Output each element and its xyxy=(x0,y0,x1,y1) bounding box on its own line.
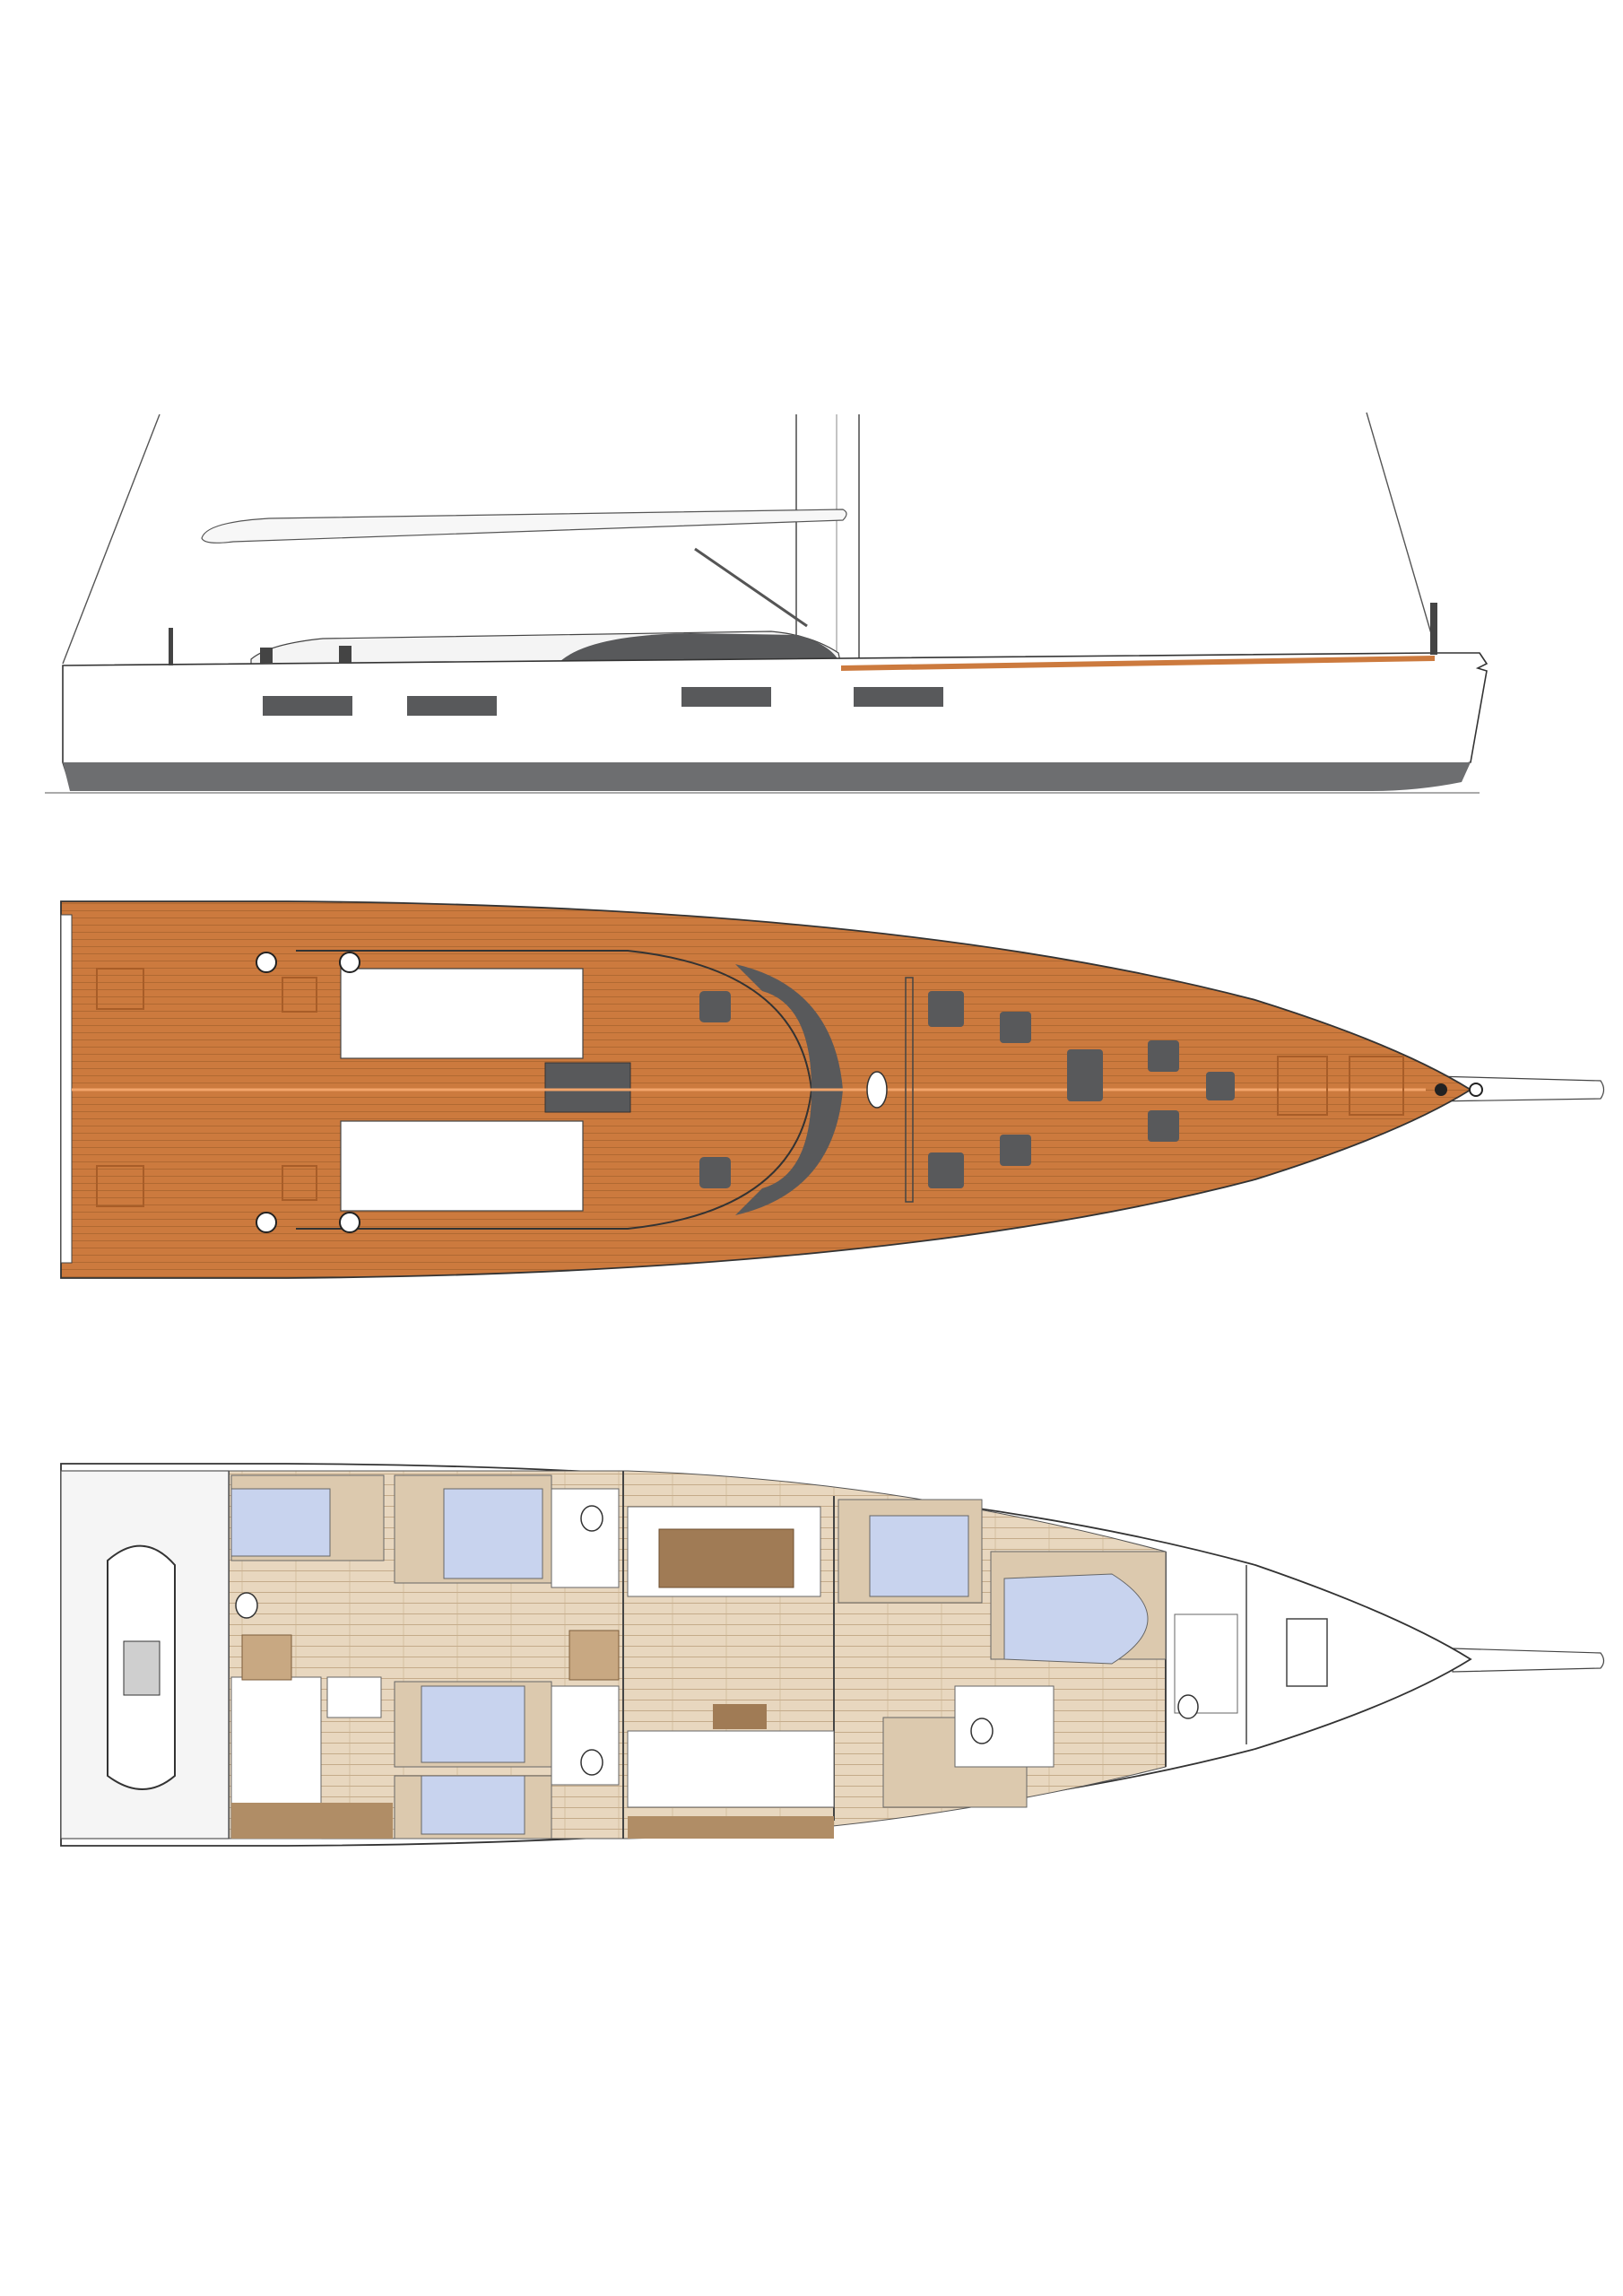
coachroof-window-band xyxy=(735,964,843,1215)
companionway-steps xyxy=(241,1634,292,1681)
hatch-icon[interactable] xyxy=(928,1152,964,1188)
toilet-icon[interactable] xyxy=(235,1592,258,1619)
galley-island xyxy=(326,1676,382,1718)
toilet-icon[interactable] xyxy=(580,1749,603,1776)
hatch-icon[interactable] xyxy=(96,968,144,1010)
winch-profile-icon xyxy=(339,646,352,664)
winch-icon[interactable] xyxy=(256,1212,277,1233)
mast-step-icon xyxy=(866,1071,888,1109)
deck-sheer-teak xyxy=(841,656,1435,671)
galley-dark-unit xyxy=(231,1803,393,1839)
hull-portlight xyxy=(681,687,771,707)
winch-icon[interactable] xyxy=(256,952,277,973)
deck-plan-view xyxy=(60,900,1605,1279)
berth-icon[interactable] xyxy=(869,1515,969,1597)
anchor-icon xyxy=(1435,1083,1447,1096)
table-icon[interactable] xyxy=(658,1528,794,1588)
bowsprit-interior xyxy=(1452,1648,1605,1673)
saloon-dark-floor xyxy=(628,1816,834,1839)
berth-icon[interactable] xyxy=(421,1685,525,1763)
head-compartment xyxy=(551,1488,620,1588)
berth-icon[interactable] xyxy=(443,1488,543,1579)
stern-pushpit-post xyxy=(169,628,173,665)
tender-console xyxy=(123,1640,161,1696)
cockpit-well-port xyxy=(340,968,584,1059)
anchor-icon xyxy=(1469,1083,1483,1097)
companionway-steps xyxy=(568,1630,620,1681)
winch-icon[interactable] xyxy=(339,952,360,973)
hull-portlight xyxy=(407,696,497,716)
interior-plan-view xyxy=(60,1463,1605,1847)
winch-icon[interactable] xyxy=(339,1212,360,1233)
boot-stripe xyxy=(63,762,1471,791)
berth-icon[interactable] xyxy=(421,1775,525,1835)
hatch-icon[interactable] xyxy=(1206,1072,1235,1100)
hull-portlight xyxy=(263,696,352,716)
hatch-icon[interactable] xyxy=(1000,1012,1031,1043)
hatch-icon[interactable] xyxy=(1148,1040,1179,1072)
helm-pedestal xyxy=(544,1062,631,1113)
hatch-icon[interactable] xyxy=(1148,1110,1179,1142)
toilet-icon[interactable] xyxy=(1177,1694,1199,1719)
hatch-icon[interactable] xyxy=(699,991,731,1022)
side-profile-view xyxy=(45,412,1488,794)
hull-portlight xyxy=(854,687,943,707)
mast-track xyxy=(905,977,914,1203)
hatch-icon[interactable] xyxy=(928,991,964,1027)
anchor-locker[interactable] xyxy=(1349,1056,1404,1116)
forestay xyxy=(1366,412,1436,647)
berth-icon[interactable] xyxy=(230,1488,331,1557)
hatch-icon[interactable] xyxy=(1067,1049,1103,1101)
foredeck-locker[interactable] xyxy=(1277,1056,1328,1116)
saloon-sofa xyxy=(627,1730,835,1808)
transom-platform xyxy=(60,914,73,1264)
boom xyxy=(201,509,847,544)
toilet-icon[interactable] xyxy=(580,1505,603,1532)
saloon-stool xyxy=(713,1704,767,1729)
toilet-icon[interactable] xyxy=(970,1718,994,1744)
hatch-icon[interactable] xyxy=(282,977,317,1013)
backstay xyxy=(62,413,161,665)
hatch-icon[interactable] xyxy=(96,1165,144,1207)
vang xyxy=(694,547,808,628)
hatch-icon[interactable] xyxy=(282,1165,317,1201)
hatch-icon[interactable] xyxy=(699,1157,731,1188)
berth-icon[interactable] xyxy=(1003,1573,1149,1665)
coachroof-window xyxy=(556,633,841,665)
head-compartment xyxy=(954,1685,1055,1768)
winch-profile-icon xyxy=(260,648,273,664)
cockpit-well-stbd xyxy=(340,1120,584,1212)
forepeak-hatch[interactable] xyxy=(1286,1618,1328,1687)
bow-pulpit xyxy=(1430,603,1437,655)
hatch-icon[interactable] xyxy=(1000,1135,1031,1166)
